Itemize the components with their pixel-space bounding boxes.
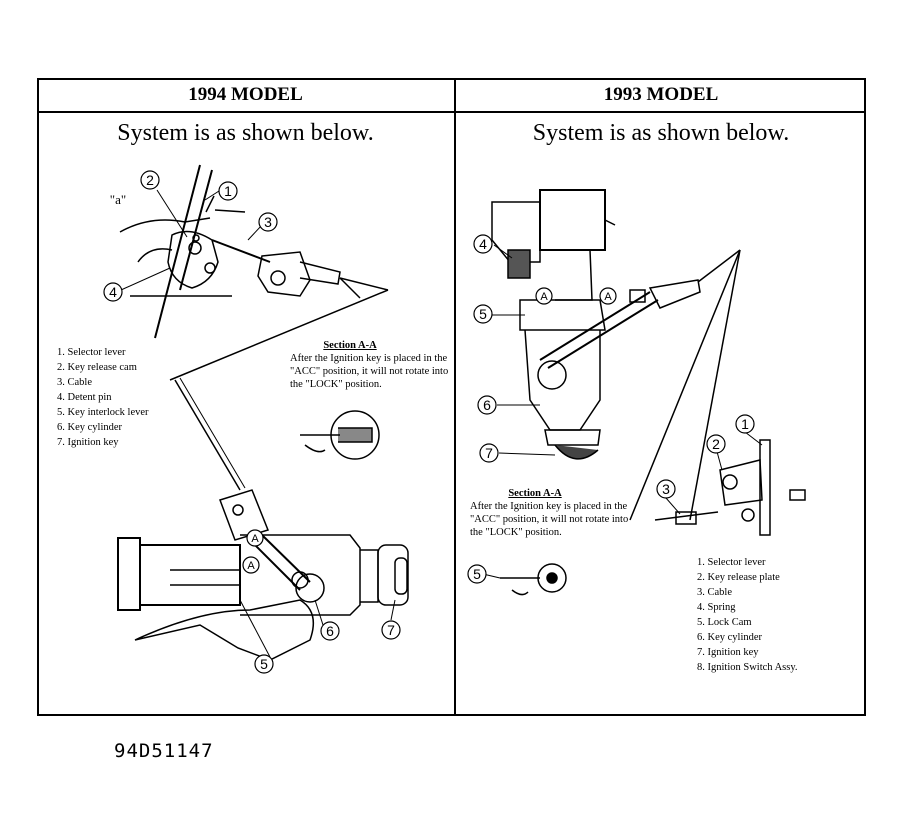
legend-item: 6. Key cylinder bbox=[697, 632, 763, 643]
section-text: After the Ignition key is placed in the … bbox=[470, 501, 629, 538]
legend-item: 3. Cable bbox=[57, 377, 92, 388]
label-a: "a" bbox=[110, 192, 126, 207]
legend-item: 7. Ignition key bbox=[57, 437, 119, 448]
right-section-detail bbox=[500, 563, 567, 596]
panel-divider bbox=[454, 78, 456, 716]
section-title: Section A-A bbox=[508, 488, 562, 499]
section-text: After the Ignition key is placed in the … bbox=[290, 353, 449, 390]
right-callout-2: 2 bbox=[712, 436, 720, 452]
legend-item: 7. Ignition key bbox=[697, 647, 759, 658]
right-callout-7: 7 bbox=[485, 445, 493, 461]
section-title: Section A-A bbox=[323, 340, 377, 351]
legend-item: 6. Key cylinder bbox=[57, 422, 123, 433]
legend-item: 5. Lock Cam bbox=[697, 617, 752, 628]
figure-code: 94D51147 bbox=[114, 740, 214, 762]
right-callout-5: 5 bbox=[479, 306, 487, 322]
left-key-cylinder-assembly bbox=[117, 489, 409, 661]
legend-item: 4. Spring bbox=[697, 602, 736, 613]
right-system-note: System is as shown below. bbox=[532, 120, 790, 146]
legend-item: 4. Detent pin bbox=[57, 392, 112, 403]
right-callout-4: 4 bbox=[479, 236, 487, 252]
right-section-marker: A bbox=[540, 291, 548, 303]
right-legend: 1. Selector lever 2. Key release plate 3… bbox=[697, 555, 798, 675]
header-divider bbox=[37, 111, 866, 113]
left-section-marker-2: A bbox=[247, 560, 255, 572]
left-legend: 1. Selector lever 2. Key release cam 3. … bbox=[57, 345, 149, 450]
legend-item: 3. Cable bbox=[697, 587, 732, 598]
left-callout-1: 1 bbox=[224, 183, 232, 199]
legend-item: 1. Selector lever bbox=[57, 347, 126, 358]
legend-item: 2. Key release cam bbox=[57, 362, 137, 373]
right-callout-1: 1 bbox=[741, 416, 749, 432]
left-section-marker: A bbox=[251, 533, 259, 545]
legend-item: 2. Key release plate bbox=[697, 572, 780, 583]
right-ignition-assembly bbox=[491, 189, 741, 521]
legend-item: 1. Selector lever bbox=[697, 557, 766, 568]
left-callout-7: 7 bbox=[387, 622, 395, 638]
left-selector-assembly bbox=[119, 164, 389, 339]
right-callout-6: 6 bbox=[483, 397, 491, 413]
left-section-detail bbox=[169, 289, 389, 460]
legend-item: 8. Ignition Switch Assy. bbox=[697, 662, 798, 673]
left-callout-3: 3 bbox=[264, 214, 272, 230]
right-callout-3: 3 bbox=[662, 481, 670, 497]
diagram-frame bbox=[37, 78, 866, 716]
right-panel-title: 1993 MODEL bbox=[603, 84, 719, 105]
right-selector-assembly bbox=[654, 439, 806, 536]
legend-item: 5. Key interlock lever bbox=[57, 407, 149, 418]
left-panel-title: 1994 MODEL bbox=[188, 84, 303, 105]
left-callout-5: 5 bbox=[260, 656, 268, 672]
left-callout-2: 2 bbox=[146, 172, 154, 188]
left-callout-6: 6 bbox=[326, 623, 334, 639]
left-system-note: System is as shown below. bbox=[117, 120, 374, 146]
right-section-callout-5: 5 bbox=[473, 566, 481, 582]
left-callout-4: 4 bbox=[109, 284, 117, 300]
right-section-note: Section A-A After the Ignition key is pl… bbox=[470, 487, 630, 539]
right-section-marker-2: A bbox=[604, 291, 612, 303]
left-section-note: Section A-A After the Ignition key is pl… bbox=[290, 339, 455, 391]
